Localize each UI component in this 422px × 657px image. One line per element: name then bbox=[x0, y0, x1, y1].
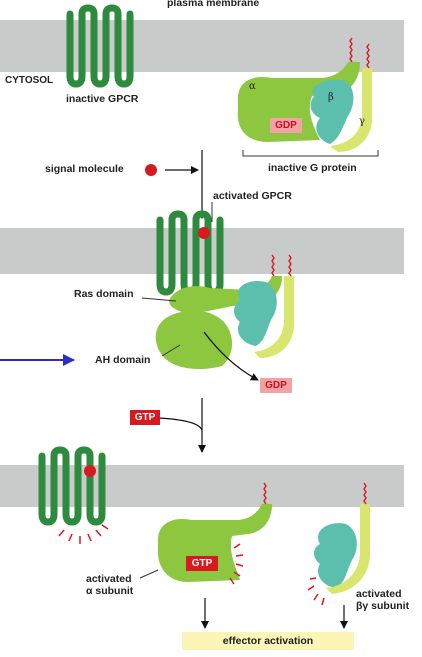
inactive-g-protein-label: inactive G protein bbox=[268, 162, 357, 174]
alpha-label: α bbox=[249, 81, 256, 92]
plasma-membrane-bottom bbox=[0, 465, 404, 507]
signal-molecule-dot bbox=[145, 164, 157, 176]
gpcr-activation-rays bbox=[58, 524, 109, 544]
gpcr-bottom-shape bbox=[38, 446, 106, 526]
lipid-anchor-2 bbox=[366, 43, 370, 69]
effector-activation-box: effector activation bbox=[182, 632, 354, 650]
beta-gamma-activation-rays bbox=[307, 577, 325, 606]
gtp-arrow bbox=[157, 417, 203, 431]
gamma-label: γ bbox=[359, 116, 365, 127]
beta-label: β bbox=[328, 92, 334, 103]
activated-alpha-line2: α subunit bbox=[86, 585, 134, 598]
inactive-gpcr-shape bbox=[66, 4, 134, 88]
activated-beta-gamma-label: activated βγ subunit bbox=[356, 588, 409, 612]
lipid-anchor-6 bbox=[363, 482, 367, 505]
g-protein-bracket bbox=[242, 150, 379, 157]
beta-subunit-inactive bbox=[310, 79, 354, 144]
ah-domain-label: AH domain bbox=[95, 354, 151, 366]
lipid-anchor-3 bbox=[271, 254, 275, 277]
ah-domain bbox=[155, 310, 233, 370]
leader-ah-domain bbox=[161, 344, 181, 357]
activated-gpcr-label: activated GPCR bbox=[213, 190, 292, 202]
gdp-released-badge: GDP bbox=[260, 378, 292, 393]
g-protein-complex-middle bbox=[155, 254, 294, 370]
lipid-anchor-4 bbox=[288, 254, 292, 277]
bottom-signal-molecule bbox=[84, 465, 96, 477]
inactive-gpcr-label: inactive GPCR bbox=[66, 93, 139, 105]
activated-bg-line2: βγ subunit bbox=[356, 600, 410, 613]
gamma-subunit-inactive bbox=[330, 68, 372, 152]
plasma-membrane-top bbox=[0, 20, 404, 72]
lipid-anchor-5 bbox=[263, 482, 267, 505]
leader-ras-domain bbox=[141, 297, 177, 302]
cytosol-label: CYTOSOL bbox=[5, 75, 54, 86]
plasma-membrane-label: plasma membrane bbox=[167, 0, 260, 9]
lipid-anchor-1 bbox=[349, 37, 353, 63]
gdp-release-arrow bbox=[203, 331, 259, 381]
activated-bg-line1: activated bbox=[356, 588, 402, 600]
signal-molecule-label: signal molecule bbox=[45, 163, 124, 175]
bound-signal-molecule bbox=[198, 227, 210, 239]
ras-domain-label: Ras domain bbox=[74, 288, 134, 300]
gdp-badge-inactive: GDP bbox=[270, 118, 302, 133]
gamma-subunit-active bbox=[326, 504, 370, 594]
beta-subunit-active bbox=[314, 523, 357, 588]
beta-subunit-middle bbox=[234, 280, 277, 346]
inactive-g-protein bbox=[237, 37, 372, 152]
gtp-badge-step: GTP bbox=[130, 410, 160, 425]
gtp-badge-bound: GTP bbox=[186, 556, 218, 571]
activated-beta-gamma-subunit bbox=[307, 482, 370, 606]
alpha-activation-rays bbox=[229, 543, 244, 585]
activated-alpha-label: activated α subunit bbox=[86, 573, 133, 597]
leader-activated-alpha bbox=[139, 569, 159, 579]
gamma-subunit-middle bbox=[254, 276, 294, 358]
activated-alpha-line1: activated bbox=[86, 573, 132, 585]
